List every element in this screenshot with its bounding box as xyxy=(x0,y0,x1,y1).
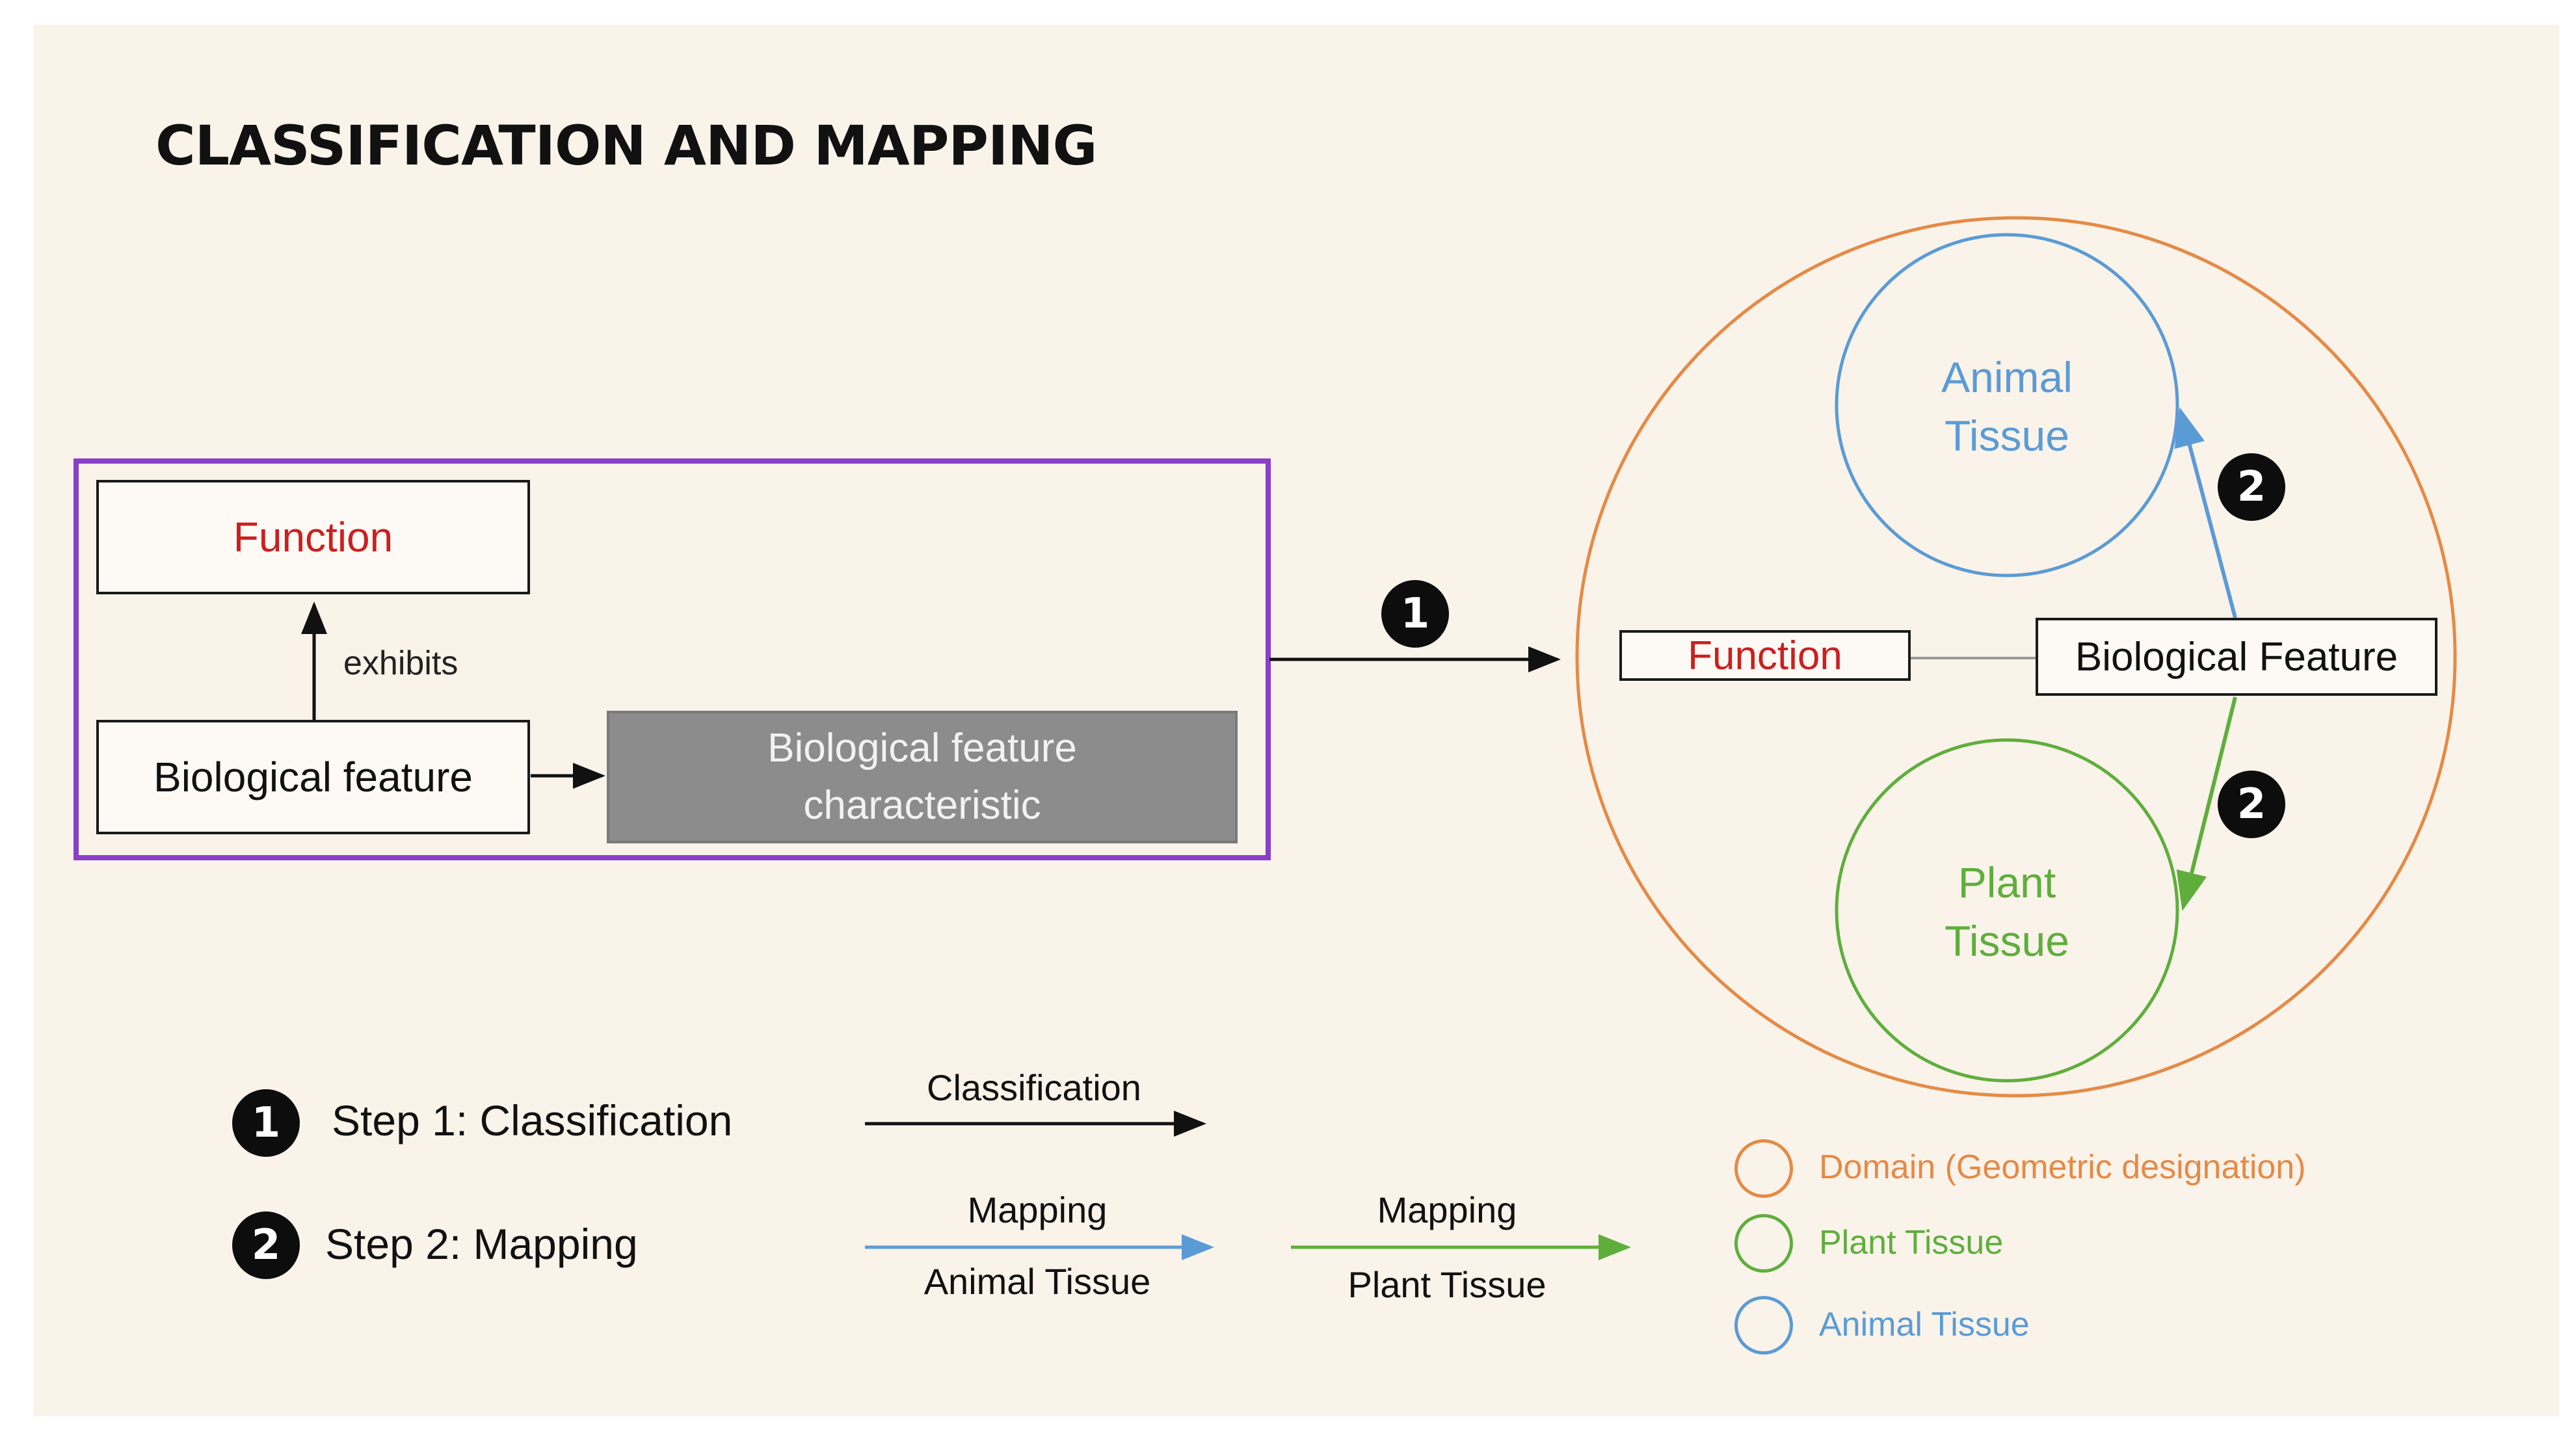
exhibits-label: exhibits xyxy=(343,644,458,682)
step2-label: Step 2: Mapping xyxy=(325,1220,638,1268)
animal-legend-label: Animal Tissue xyxy=(1819,1306,2030,1343)
domain-legend-label: Domain (Geometric designation) xyxy=(1819,1148,2306,1186)
animal-tissue-label: Animal Tissue xyxy=(1877,348,2137,465)
mapping-plant-legend-top: Mapping xyxy=(1377,1189,1517,1230)
classification-legend-label: Classification xyxy=(927,1067,1141,1108)
plant-legend-label: Plant Tissue xyxy=(1819,1224,2004,1262)
plant-tissue-line1: Plant xyxy=(1958,858,2056,906)
domain-biological-feature-label: Biological Feature xyxy=(2075,634,2398,680)
domain-legend-circle xyxy=(1734,1139,1793,1198)
animal-tissue-circle xyxy=(1835,233,2179,577)
mapping-badge-top: 2 xyxy=(2218,453,2285,521)
mapping-plant-legend-bottom: Plant Tissue xyxy=(1348,1264,1547,1305)
animal-legend-circle xyxy=(1734,1296,1793,1355)
mapping-badge-bottom: 2 xyxy=(2218,771,2285,838)
step1-label: Step 1: Classification xyxy=(332,1096,733,1144)
characteristic-label-line2: characteristic xyxy=(803,783,1041,828)
page-title: CLASSIFICATION AND MAPPING xyxy=(155,114,1097,178)
mapping-animal-legend-top: Mapping xyxy=(967,1189,1108,1230)
biological-feature-label: Biological feature xyxy=(153,754,473,800)
biological-feature-box: Biological feature xyxy=(96,720,530,834)
step2-legend-badge: 2 xyxy=(232,1211,300,1279)
domain-function-box: Function xyxy=(1619,630,1911,681)
step1-legend-badge: 1 xyxy=(232,1089,300,1157)
characteristic-box: Biological feature characteristic xyxy=(607,711,1238,843)
step1-badge-on-arrow: 1 xyxy=(1381,580,1449,648)
domain-biological-feature-box: Biological Feature xyxy=(2036,618,2437,696)
animal-tissue-line1: Animal xyxy=(1941,353,2073,401)
mapping-animal-arrow xyxy=(2174,407,2237,618)
classification-frame xyxy=(73,458,1271,860)
function-box: Function xyxy=(96,480,530,594)
animal-tissue-line2: Tissue xyxy=(1945,412,2069,460)
plant-tissue-label: Plant Tissue xyxy=(1877,853,2137,970)
domain-circle xyxy=(1575,216,2457,1098)
function-label: Function xyxy=(233,514,393,561)
domain-function-label: Function xyxy=(1688,633,1842,678)
plant-tissue-line2: Tissue xyxy=(1945,917,2069,965)
mapping-animal-legend-bottom: Animal Tissue xyxy=(923,1261,1151,1302)
mapping-plant-arrow xyxy=(2176,696,2237,911)
plant-legend-circle xyxy=(1734,1214,1793,1273)
characteristic-label-line1: Biological feature xyxy=(767,726,1077,771)
